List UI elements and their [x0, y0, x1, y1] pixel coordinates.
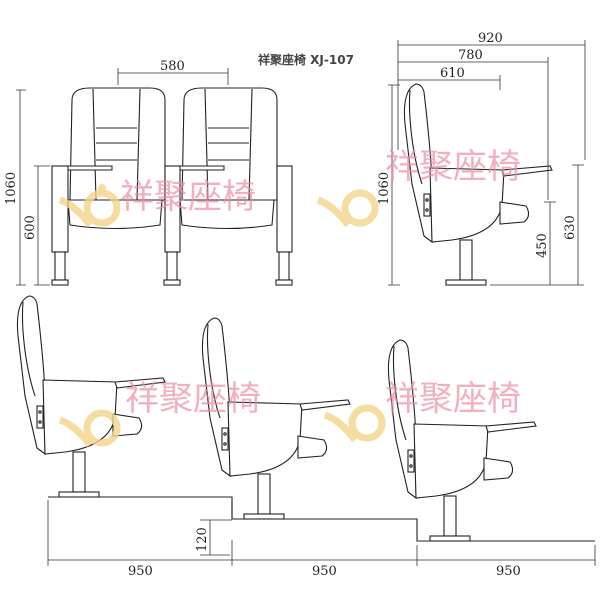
floor-steps: [48, 496, 595, 542]
front-chair-right: [165, 87, 278, 230]
armrests: [51, 165, 293, 286]
side-depth-610: 610: [440, 66, 465, 81]
watermark-text: 祥聚座椅: [385, 379, 521, 419]
logo-watermark: [58, 184, 121, 228]
front-view: 580 1060 600: [4, 59, 293, 286]
side-depth-920: 920: [478, 31, 503, 46]
watermarks: 祥聚座椅 祥聚座椅 祥聚座椅 祥聚座椅: [58, 147, 521, 448]
row-spacing-3: 950: [496, 564, 521, 579]
watermark-text: 祥聚座椅: [125, 379, 261, 419]
row-spacing-2: 950: [312, 564, 337, 579]
tiered-view: 120 950 950 950: [16, 295, 596, 579]
drawing-title: 祥聚座椅 XJ-107: [258, 52, 354, 67]
side-depth-780: 780: [458, 48, 483, 63]
side-tablet-dimension: 630: [563, 215, 578, 240]
step-height-dimension: 120: [195, 527, 210, 552]
watermark-text: 祥聚座椅: [385, 147, 521, 187]
side-height-dimension: 1060: [377, 172, 392, 205]
side-view: 920 780 610 1060 450 630: [377, 31, 586, 286]
watermark-text: 祥聚座椅: [120, 177, 256, 217]
side-seat-dimension: 450: [535, 233, 550, 258]
row-spacing-1: 950: [128, 564, 153, 579]
front-height-dimension: 1060: [4, 172, 19, 205]
front-seat-height-dimension: 600: [23, 215, 38, 240]
front-width-dimension: 580: [160, 59, 185, 74]
